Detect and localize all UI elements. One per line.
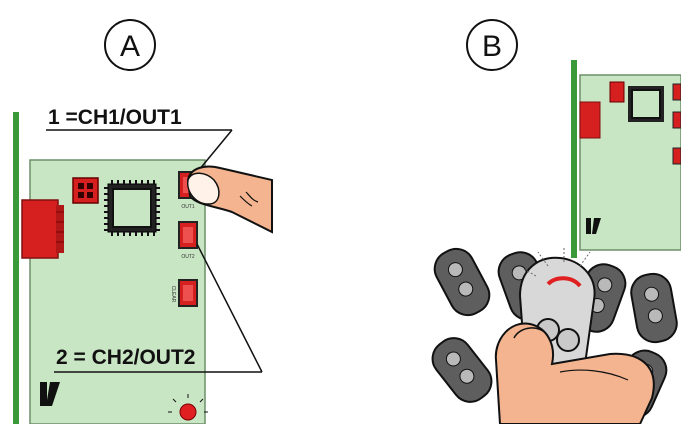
board-logo-b	[586, 218, 601, 234]
callout-ch1-label: 1 =CH1/OUT1	[48, 106, 182, 129]
board-rail	[13, 112, 19, 424]
panel-a: A	[13, 19, 273, 424]
led-indicator	[168, 394, 208, 421]
board-jumper-b	[609, 81, 625, 103]
board-jumper	[72, 177, 99, 204]
board-rail-b	[571, 60, 577, 258]
button-clear[interactable]	[178, 279, 198, 307]
microchip	[104, 180, 160, 236]
microchip-b	[628, 86, 664, 122]
panel-b: B	[431, 19, 681, 424]
callout-ch2-label: 2 = CH2/OUT2	[56, 346, 195, 369]
board-connector-b	[579, 101, 601, 139]
marker-a: A	[104, 19, 156, 71]
hand-illustration	[494, 322, 655, 424]
button-out2[interactable]	[178, 221, 198, 249]
callout-ch2: 2 = CH2/OUT2	[54, 243, 263, 373]
board-text-out2: OUT2	[181, 254, 195, 260]
remote-signal-rays	[521, 246, 607, 277]
board-text-out1: OUT1	[181, 204, 195, 210]
marker-b-label: B	[482, 30, 502, 63]
board-logo	[40, 382, 60, 406]
buttons-b	[672, 83, 681, 165]
marker-b: B	[466, 19, 518, 71]
board-connector	[21, 199, 64, 259]
board-text-clear: CLEAR	[170, 286, 176, 303]
finger-illustration	[186, 165, 273, 234]
marker-a-label: A	[120, 30, 140, 63]
